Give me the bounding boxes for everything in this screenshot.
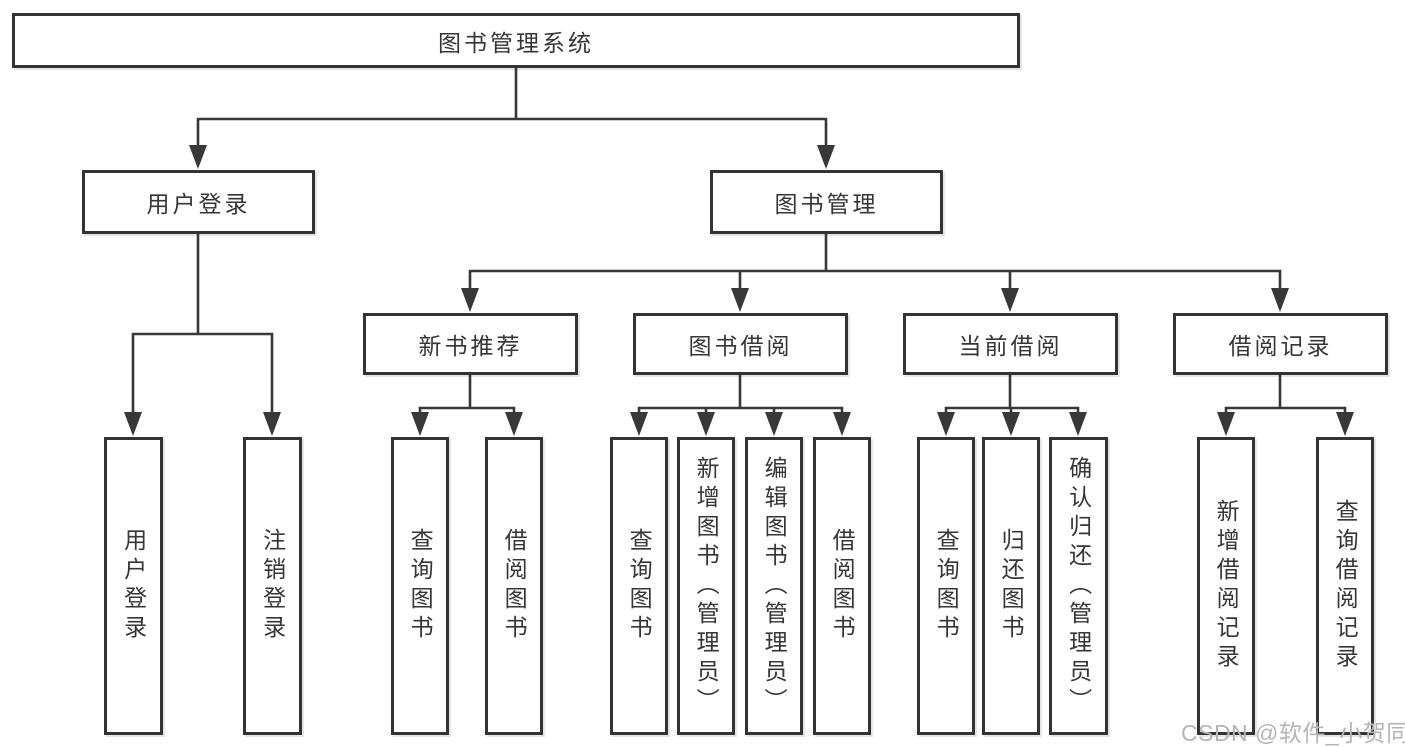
node-user-login: 用户登录 xyxy=(82,170,315,234)
arrowhead xyxy=(411,412,429,436)
leaf-query-books-borrow: 查询图书 xyxy=(610,437,668,735)
leaf-add-book-admin: 新增图书（管理员） xyxy=(677,437,735,735)
leaf-query-borrow-record: 查询借阅记录 xyxy=(1316,437,1374,735)
leaf-label: 查询图书 xyxy=(626,528,653,644)
node-book-management: 图书管理 xyxy=(710,170,943,234)
arrowhead xyxy=(1217,412,1235,436)
node-new-book-recommendation: 新书推荐 xyxy=(363,313,578,375)
arrowhead xyxy=(461,288,479,312)
arrowhead xyxy=(1271,288,1289,312)
leaf-label: 归还图书 xyxy=(998,528,1025,644)
leaf-label: 注销登录 xyxy=(259,528,286,644)
leaf-query-books-recommend: 查询图书 xyxy=(391,437,449,735)
leaf-logout: 注销登录 xyxy=(243,437,302,735)
leaf-user-login: 用户登录 xyxy=(104,437,163,735)
leaf-add-borrow-record: 新增借阅记录 xyxy=(1197,437,1255,735)
arrowhead xyxy=(1069,412,1087,436)
leaf-label: 用户登录 xyxy=(120,528,147,644)
connector-lines xyxy=(131,66,1347,416)
arrowhead xyxy=(189,145,207,169)
arrowhead xyxy=(263,412,281,436)
arrowhead xyxy=(1001,288,1019,312)
node-book-borrowing: 图书借阅 xyxy=(633,313,848,375)
node-borrowing-records: 借阅记录 xyxy=(1173,313,1388,375)
arrowhead xyxy=(1002,412,1020,436)
arrowhead xyxy=(1336,412,1354,436)
arrowhead xyxy=(937,412,955,436)
arrowhead xyxy=(817,145,835,169)
leaf-label: 借阅图书 xyxy=(829,528,856,644)
node-library-system: 图书管理系统 xyxy=(12,13,1020,68)
leaf-label: 新增图书（管理员） xyxy=(693,455,720,717)
arrowhead xyxy=(630,412,648,436)
arrowhead xyxy=(731,288,749,312)
leaf-label: 新增借阅记录 xyxy=(1213,499,1240,673)
arrowheads xyxy=(124,145,1354,436)
watermark: CSDN @软件_小贺同学 xyxy=(1181,720,1405,746)
leaf-label: 查询借阅记录 xyxy=(1332,499,1359,673)
leaf-label: 编辑图书（管理员） xyxy=(761,455,788,717)
arrowhead xyxy=(124,412,142,436)
leaf-borrow-books: 借阅图书 xyxy=(813,437,871,735)
leaf-return-book: 归还图书 xyxy=(982,437,1040,735)
leaf-label: 查询图书 xyxy=(933,528,960,644)
leaf-query-books-current: 查询图书 xyxy=(917,437,975,735)
arrowhead xyxy=(833,412,851,436)
leaf-borrow-books-recommend: 借阅图书 xyxy=(485,437,543,735)
arrowhead xyxy=(765,412,783,436)
leaf-confirm-return-admin: 确认归还（管理员） xyxy=(1049,437,1108,735)
leaf-edit-book-admin: 编辑图书（管理员） xyxy=(745,437,803,735)
leaf-label: 借阅图书 xyxy=(501,528,528,644)
node-current-borrowing: 当前借阅 xyxy=(903,313,1118,375)
arrowhead xyxy=(697,412,715,436)
arrowhead xyxy=(505,412,523,436)
leaf-label: 查询图书 xyxy=(407,528,434,644)
leaf-label: 确认归还（管理员） xyxy=(1065,455,1092,717)
